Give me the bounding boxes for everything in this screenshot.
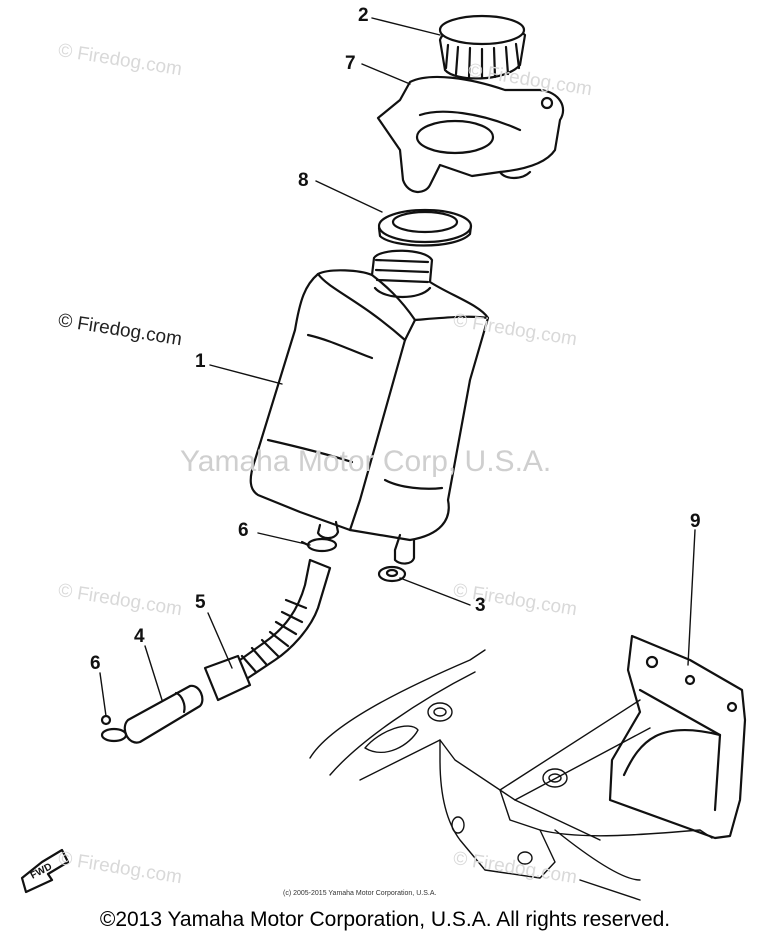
cap-bracket	[376, 75, 565, 193]
leader-lines	[99, 17, 696, 717]
washer	[377, 565, 407, 583]
pipe	[123, 684, 204, 744]
callout-4: 4	[134, 626, 145, 647]
callout-6-upper: 6	[238, 520, 249, 541]
hose-clamp-lower	[100, 714, 128, 743]
small-copyright: (c) 2005-2015 Yamaha Motor Corporation, …	[283, 890, 437, 897]
callout-8: 8	[298, 170, 309, 191]
callout-6-lower: 6	[90, 653, 101, 674]
tank-cap	[438, 14, 527, 80]
callout-1: 1	[195, 351, 206, 372]
callout-2: 2	[358, 5, 369, 26]
frame-outline	[309, 649, 713, 901]
hose	[203, 558, 332, 702]
mounting-bracket	[608, 634, 747, 840]
footer-copyright: ©2013 Yamaha Motor Corporation, U.S.A. A…	[99, 908, 671, 931]
oil-tank	[249, 249, 490, 565]
gasket	[377, 208, 473, 247]
callout-7: 7	[345, 53, 356, 74]
callout-5: 5	[195, 592, 206, 613]
center-watermark: Yamaha Motor Corp, U.S.A.	[180, 445, 552, 478]
callout-3: 3	[475, 595, 486, 616]
callout-9: 9	[690, 511, 701, 532]
fwd-arrow	[20, 848, 70, 894]
